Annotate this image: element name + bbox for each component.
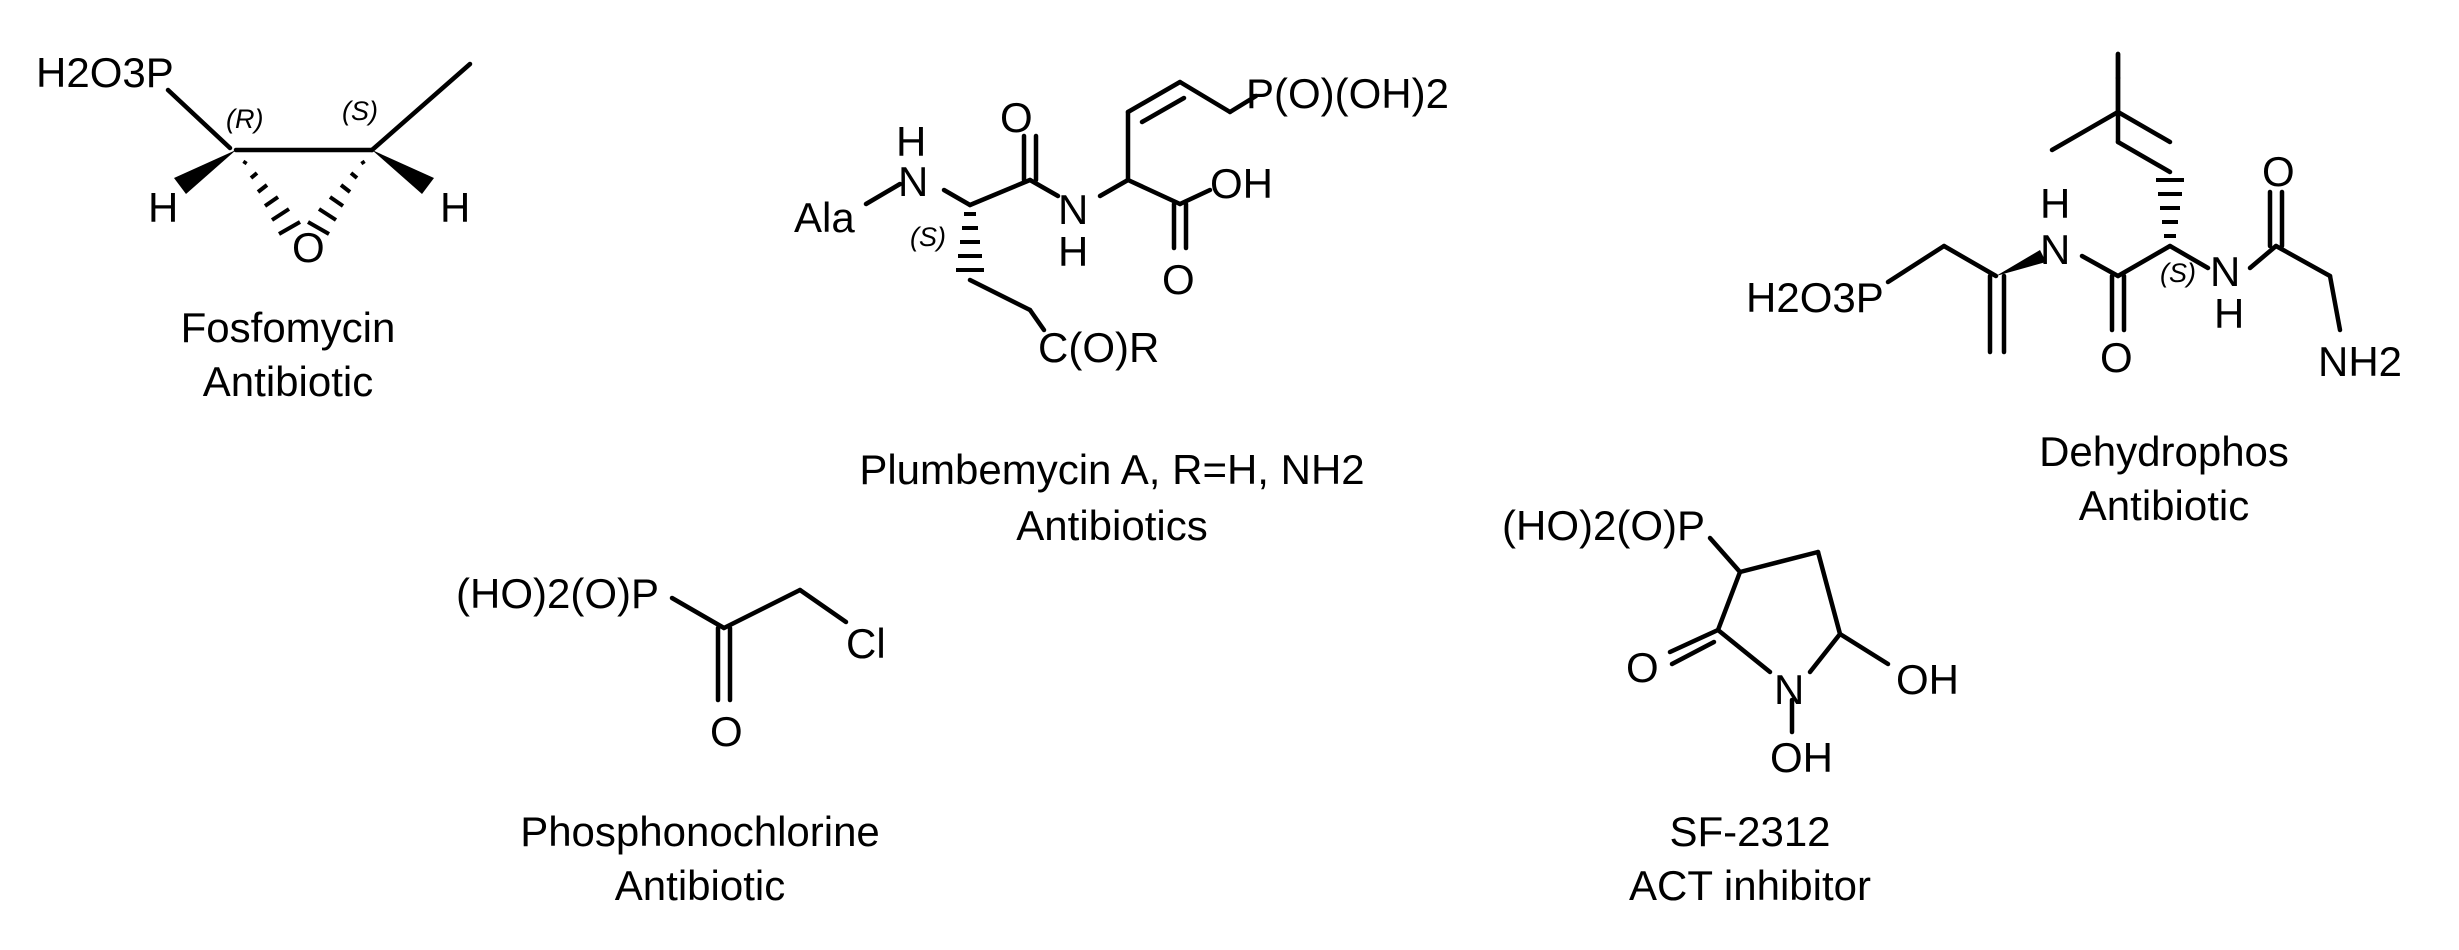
bond-calpha-n2	[2167, 243, 2211, 271]
atom-plumbemycin-nh-h: H	[896, 118, 926, 165]
stereo-label-r: (R)	[226, 104, 263, 134]
atom-plumbemycin-n2: N	[1058, 186, 1088, 233]
bond-ala-n	[863, 181, 903, 207]
bond-n-carbonyl	[2079, 253, 2121, 279]
atom-sf2312-oh-ring: OH	[1896, 656, 1959, 703]
atom-sf2312-o-carbonyl: O	[1626, 644, 1659, 691]
atom-fosfomycin-h-left: H	[148, 184, 178, 231]
bond-vinyl-double-2	[1139, 95, 1187, 125]
bond-p-c2	[165, 87, 233, 151]
bond-carbonyl-n	[1027, 177, 1061, 199]
caption-phosphonochlorine-activity: Antibiotic	[615, 862, 785, 909]
bond-c2-o-2	[1669, 639, 1717, 667]
atom-dehydrophos-amine: NH2	[2318, 338, 2402, 385]
atom-fosfomycin-oxygen: O	[292, 224, 325, 271]
atom-dehydrophos-o2: O	[2262, 148, 2295, 195]
hash-c3-o	[307, 159, 366, 236]
bond-carbonyl2-ch2	[2273, 243, 2333, 279]
bond-calpha-carbonyl	[967, 177, 1033, 208]
bond-ch2-nh2	[2327, 273, 2343, 333]
caption-sf2312-name: SF-2312	[1669, 808, 1830, 855]
bond-sidechain-ch2	[967, 277, 1033, 313]
molecule-fosfomycin: H2O3P H H O (R) (S) Fosfomycin Antibioti…	[36, 49, 473, 405]
atom-sf2312-phosphonate: (HO)2(O)P	[1502, 502, 1705, 549]
bond-p-carbonyl	[669, 595, 727, 631]
atom-dehydrophos-n2: N	[2210, 248, 2240, 295]
bond-ch2-vinyl	[1941, 243, 1999, 279]
atom-fosfomycin-phosphonate: H2O3P	[36, 49, 174, 96]
wedge-c2-h	[174, 150, 236, 194]
atom-plumbemycin-phosphonate: P(O)(OH)2	[1246, 70, 1449, 117]
bond-carbonyl-calpha	[2115, 243, 2173, 279]
atom-sf2312-oh-n: OH	[1770, 734, 1833, 781]
atom-plumbemycin-ester: C(O)R	[1038, 324, 1159, 371]
bond-ch-me2	[2115, 109, 2173, 145]
atom-fosfomycin-h-right: H	[440, 184, 470, 231]
atom-plumbemycin-n1: N	[898, 158, 928, 205]
bond-carbonyl-ch2	[721, 587, 803, 631]
wedge-vinyl-n	[1996, 250, 2046, 276]
bond-c5-oh	[1837, 631, 1891, 667]
bond-ch2-cl	[797, 587, 849, 625]
atom-plumbemycin-ala: Ala	[794, 194, 855, 241]
atom-phosphonochlorine-chlorine: Cl	[846, 620, 886, 667]
bond-c5-n	[1807, 631, 1843, 675]
stereo-label-s: (S)	[342, 96, 378, 126]
plumbemycin-phosphonate-main: P(O)(OH)2	[1246, 70, 1449, 117]
hash-calpha-sidechain	[956, 212, 984, 272]
stereo-label-dehydrophos-s: (S)	[2160, 258, 2196, 288]
hash-calpha-isobutyl	[2156, 178, 2184, 238]
molecule-sf2312: (HO)2(O)P O N OH OH SF-2312 ACT inhibito…	[1502, 502, 1959, 909]
bond-calpha2-cooh	[1125, 177, 1183, 207]
caption-plumbemycin-activity: Antibiotics	[1016, 502, 1207, 549]
wedge-c3-h	[372, 150, 434, 194]
atom-sf2312-n: N	[1774, 666, 1804, 713]
bond-c3-c4	[1737, 549, 1821, 575]
bond-ch-me3	[2049, 109, 2121, 153]
atom-dehydrophos-nh1-h: H	[2040, 180, 2070, 227]
atom-phosphonochlorine-oxygen: O	[710, 708, 743, 755]
hash-c2-o	[242, 159, 301, 236]
atom-dehydrophos-o1: O	[2100, 334, 2133, 381]
atom-plumbemycin-acid-o: O	[1162, 256, 1195, 303]
caption-fosfomycin-name: Fosfomycin	[181, 304, 396, 351]
molecule-plumbemycin: Ala H N O N H OH O (S) C(O)R P(O)(OH)2 P…	[794, 70, 1449, 549]
bond-ch2-p	[1227, 93, 1259, 115]
bond-c3-c2	[1715, 569, 1743, 633]
stereo-label-plumbemycin-s: (S)	[910, 222, 946, 252]
bond-isobutyl-ch2	[2115, 139, 2173, 175]
atom-plumbemycin-acid-oh: OH	[1210, 160, 1273, 207]
atom-phosphonochlorine-phosphonate: (HO)2(O)P	[456, 570, 659, 617]
bond-n-calpha2	[1097, 177, 1131, 199]
caption-plumbemycin-name: Plumbemycin A, R=H, NH2	[859, 446, 1364, 493]
bond-c3-methyl	[369, 61, 473, 153]
bond-n-calpha	[941, 187, 973, 208]
molecule-phosphonochlorine: (HO)2(O)P Cl O Phosphonochlorine Antibio…	[456, 570, 886, 909]
atom-dehydrophos-phosphonate: H2O3P	[1746, 274, 1884, 321]
caption-fosfomycin-activity: Antibiotic	[203, 358, 373, 405]
atom-dehydrophos-n1: N	[2040, 226, 2070, 273]
bond-ch2-ester	[1027, 307, 1047, 333]
atom-plumbemycin-h2: H	[1058, 228, 1088, 275]
bond-c2-o	[1667, 627, 1721, 655]
bond-vinyl-ch2	[1177, 79, 1233, 115]
bond-cooh-oh	[1177, 187, 1213, 207]
bond-c4-c5	[1815, 549, 1843, 637]
bond-n2-carbonyl2	[2247, 243, 2279, 271]
bond-vinyl-double	[1125, 79, 1183, 115]
bond-c2-n	[1715, 627, 1773, 675]
bond-p-ch2	[1885, 243, 1947, 285]
caption-dehydrophos-activity: Antibiotic	[2079, 482, 2249, 529]
atom-plumbemycin-o-amide: O	[1000, 94, 1033, 141]
caption-dehydrophos-name: Dehydrophos	[2039, 428, 2289, 475]
caption-phosphonochlorine-name: Phosphonochlorine	[520, 808, 880, 855]
atom-dehydrophos-nh2-h: H	[2214, 290, 2244, 337]
caption-sf2312-activity: ACT inhibitor	[1629, 862, 1871, 909]
bond-p-c3	[1707, 535, 1743, 575]
molecule-dehydrophos: H2O3P H N O (S) N H O NH2 Dehydrophos An…	[1746, 51, 2402, 529]
